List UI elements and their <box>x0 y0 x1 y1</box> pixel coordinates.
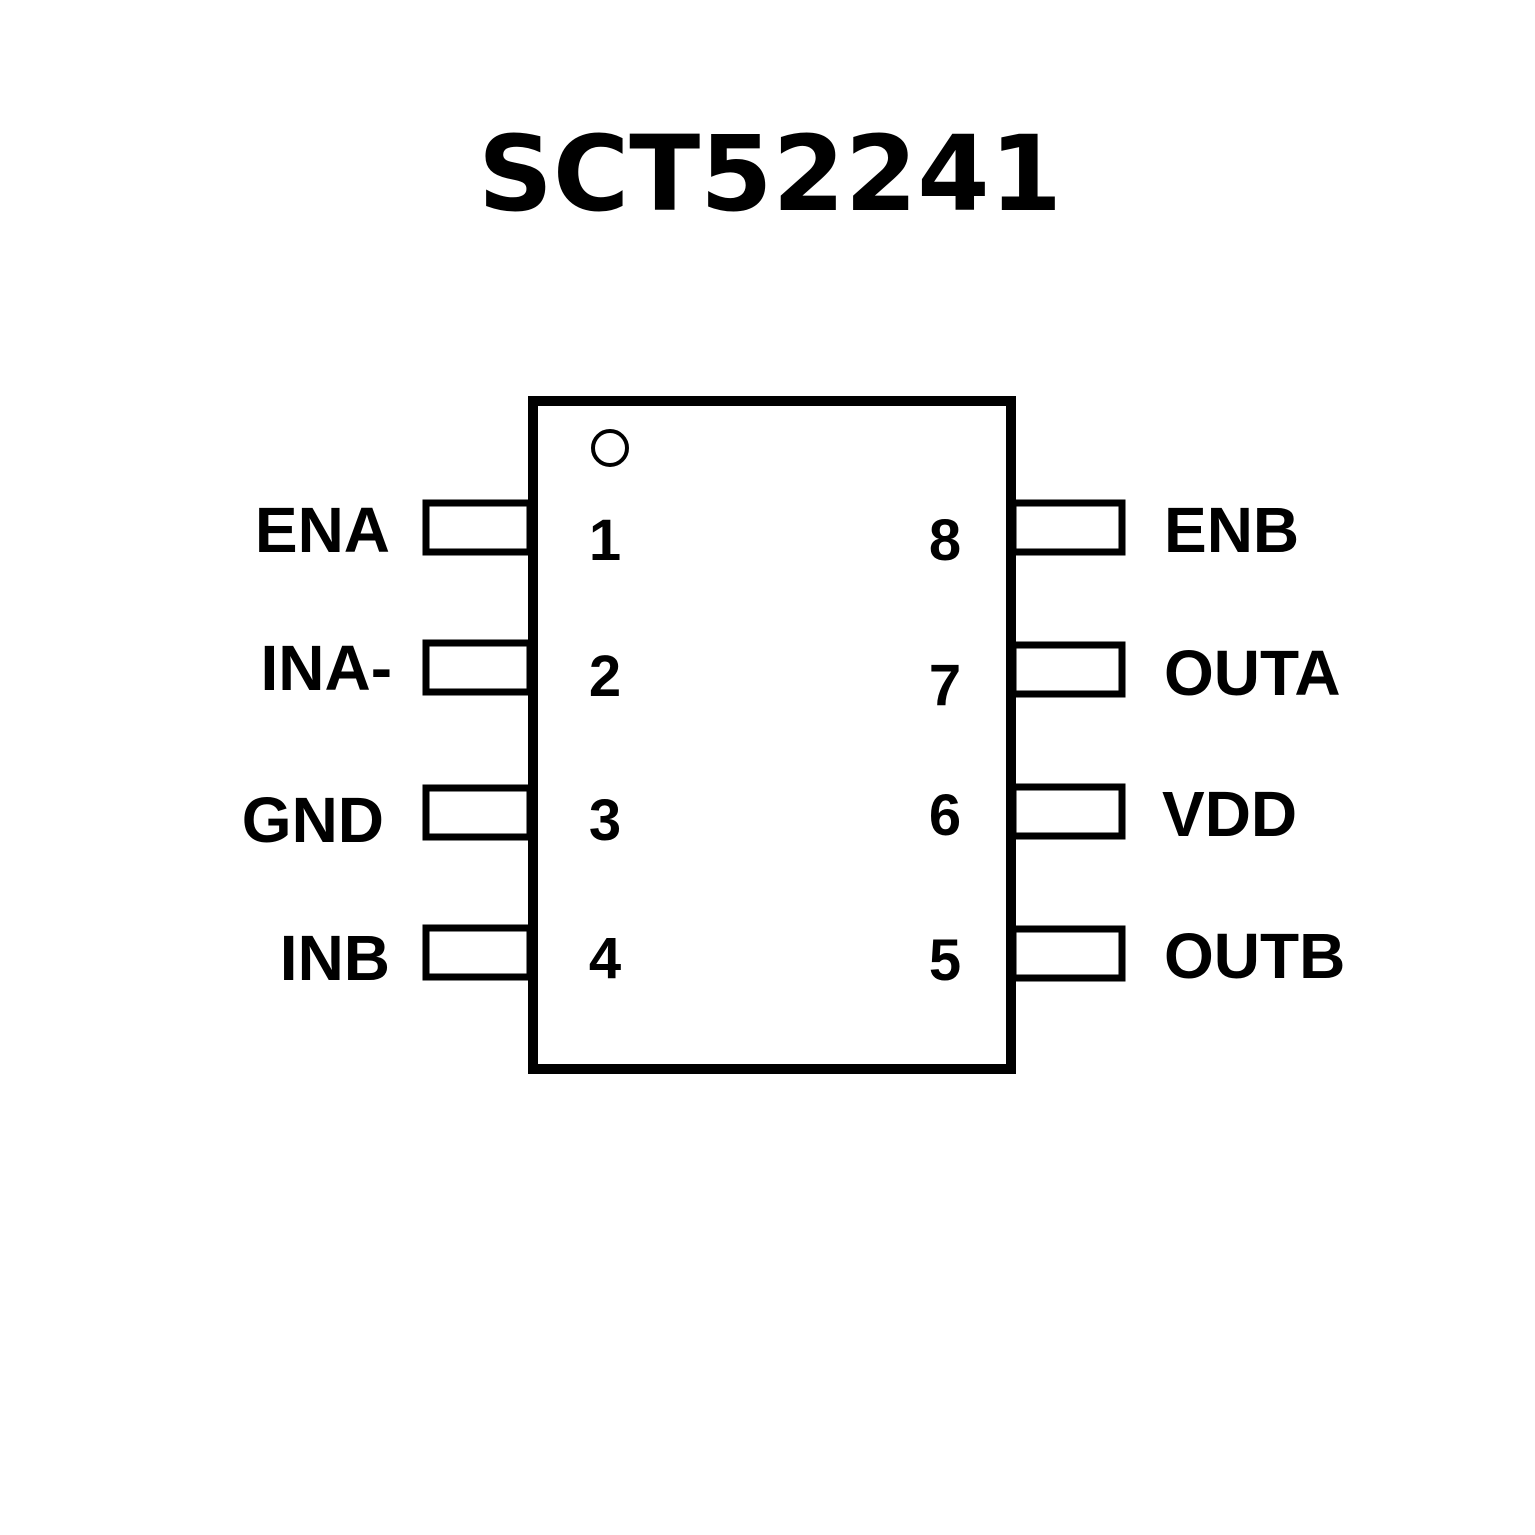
left-pin-1: ENA 1 <box>255 494 621 573</box>
pin-number: 4 <box>589 926 621 991</box>
pin-number: 1 <box>589 508 621 573</box>
pin-lead <box>1009 925 1126 982</box>
pin-name: OUTA <box>1164 637 1341 709</box>
pin-lead <box>422 639 534 696</box>
chip-title: SCT52241 <box>478 113 1062 235</box>
pin-number: 7 <box>929 653 961 718</box>
pin-lead <box>1009 783 1126 840</box>
left-pin-2: INA- 2 <box>260 632 621 709</box>
pin-name: OUTB <box>1164 920 1345 992</box>
pin-name: GND <box>242 784 384 856</box>
pin-number: 5 <box>929 928 961 993</box>
pin-lead <box>422 924 534 981</box>
pin-number: 2 <box>589 644 621 709</box>
pin-number: 8 <box>929 508 961 573</box>
pin-name: INA- <box>260 632 392 704</box>
pin-lead <box>422 784 534 841</box>
right-pin-5: OUTB 5 <box>929 920 1345 993</box>
pin-lead <box>1009 641 1126 698</box>
pin1-marker-dot <box>591 429 629 467</box>
right-pin-6: VDD 6 <box>929 778 1297 850</box>
pin-name: INB <box>280 922 390 994</box>
pin-number: 3 <box>589 788 621 853</box>
pin-lead <box>422 499 534 556</box>
left-pin-3: GND 3 <box>242 784 621 856</box>
pin-number: 6 <box>929 783 961 848</box>
left-pin-4: INB 4 <box>280 922 621 994</box>
pin-name: ENA <box>255 494 390 566</box>
right-pin-7: OUTA 7 <box>929 637 1341 718</box>
right-pin-8: ENB 8 <box>929 494 1299 573</box>
pin-name: VDD <box>1162 778 1297 850</box>
pin-name: ENB <box>1164 494 1299 566</box>
pin-lead <box>1009 499 1126 556</box>
ic-body <box>528 396 1016 1074</box>
